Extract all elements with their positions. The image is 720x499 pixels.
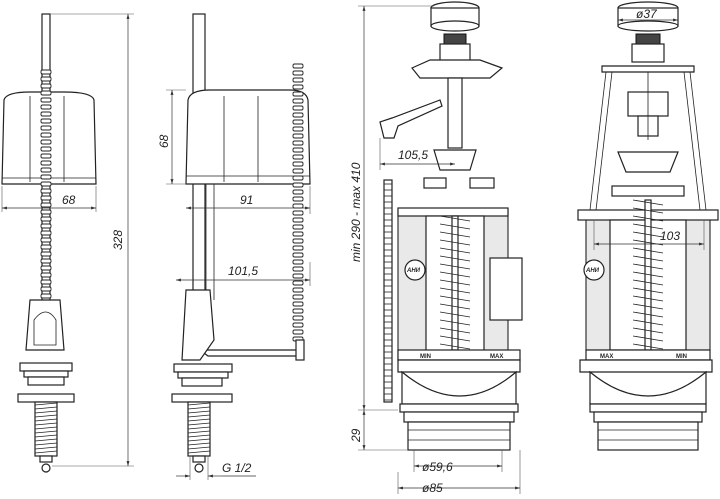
dim-inner-diameter: ø59,6	[422, 460, 453, 474]
inlet-thread-side	[187, 401, 211, 457]
float-valve-side-view: 68 91 101,5 G 1/2	[157, 13, 311, 480]
dim-thread-height: 29	[349, 428, 363, 443]
flush-valve-side-view: АНИ MIN MAX min 290 - max 410 105,5 29 ø…	[349, 1, 523, 495]
dim-overflow-offset: 105,5	[398, 148, 428, 162]
dim-float-width: 68	[62, 193, 76, 207]
height-rack	[383, 179, 393, 403]
dim-height-range: min 290 - max 410	[349, 162, 363, 262]
adjust-chain-side	[292, 63, 304, 342]
float-body-side	[185, 89, 311, 185]
dim-total-height: 328	[111, 230, 125, 250]
max-marking: MAX	[490, 354, 503, 360]
flush-spring	[439, 215, 471, 351]
brand-logo-front: АНИ	[585, 268, 600, 274]
inlet-thread	[34, 401, 58, 457]
dim-outer-diameter: ø85	[422, 481, 443, 495]
dim-float-offset: 91	[240, 193, 253, 207]
brand-logo: АНИ	[406, 268, 421, 274]
float-valve-front-view: 68 328	[1, 13, 134, 473]
min-marking-front: MIN	[676, 354, 687, 360]
dim-arm-reach: 101,5	[228, 264, 258, 278]
flush-valve-front-view: АНИ MAX MIN ø37 103	[577, 1, 719, 451]
float-body	[1, 91, 97, 185]
max-marking-front: MAX	[600, 354, 613, 360]
dim-cylinder-width: 103	[660, 229, 680, 243]
min-marking: MIN	[420, 354, 431, 360]
flush-spring-front	[632, 199, 664, 351]
dim-float-height: 68	[157, 134, 171, 148]
dim-button-diameter: ø37	[636, 7, 658, 21]
dim-thread: G 1/2	[222, 461, 252, 475]
